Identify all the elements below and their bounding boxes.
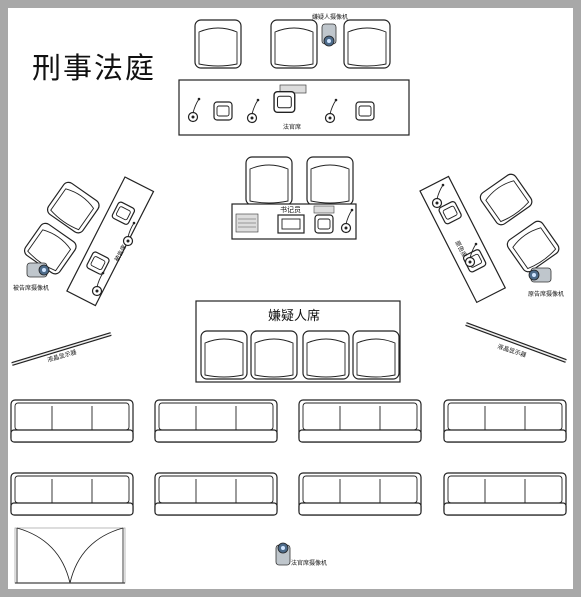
suspect-chair-2: [250, 330, 298, 380]
suspect-chair-4: [352, 330, 400, 380]
suspect-chair-1: [200, 330, 248, 380]
judge-chief-chair: [273, 84, 307, 114]
top-chair-3: [343, 19, 391, 69]
defense-camera-label: 被告席摄像机: [13, 284, 49, 292]
gallery-sofa-r1-2: [154, 399, 278, 443]
defense-desk: [66, 176, 155, 307]
clerk-monitor-icon: [277, 214, 305, 234]
suspect-camera-label: 嫌疑人摄像机: [312, 13, 348, 21]
gallery-sofa-r2-2: [154, 472, 278, 516]
gallery-sofa-r1-4: [443, 399, 567, 443]
top-chair-1: [194, 19, 242, 69]
lcd-monitor-left: [11, 332, 112, 366]
judge-chair-1: [213, 101, 233, 121]
gallery-sofa-r2-4: [443, 472, 567, 516]
defense-camera-icon: [26, 262, 50, 278]
clerk-back-chair-2: [306, 156, 354, 206]
lcd-monitor-right: [465, 322, 567, 363]
gallery-sofa-r1-1: [10, 399, 134, 443]
gallery-sofa-r1-3: [298, 399, 422, 443]
judge-seat-camera-icon: [275, 542, 291, 566]
gallery-sofa-r2-1: [10, 472, 134, 516]
judge-seat-camera-label: 法官席摄像机: [291, 559, 327, 567]
plaintiff-camera-label: 原告席摄像机: [528, 290, 564, 298]
top-chair-2: [270, 19, 318, 69]
clerk-keyboard-icon: [235, 213, 259, 233]
plaintiff-desk: [419, 175, 507, 304]
gallery-sofa-r2-3: [298, 472, 422, 516]
suspect-bench-label: 嫌疑人席: [268, 308, 320, 324]
clerk-label: 书记员: [280, 205, 301, 214]
clerk-chair: [313, 205, 335, 234]
plaintiff-camera-icon: [528, 267, 552, 283]
suspect-chair-3: [302, 330, 350, 380]
judge-bench-label: 法官席: [283, 123, 301, 131]
room-title: 刑事法庭: [32, 51, 156, 85]
clerk-back-chair-1: [245, 156, 293, 206]
judge-chair-3: [355, 101, 375, 121]
suspect-camera-icon: [321, 23, 337, 47]
entrance-double-door: [14, 527, 126, 584]
